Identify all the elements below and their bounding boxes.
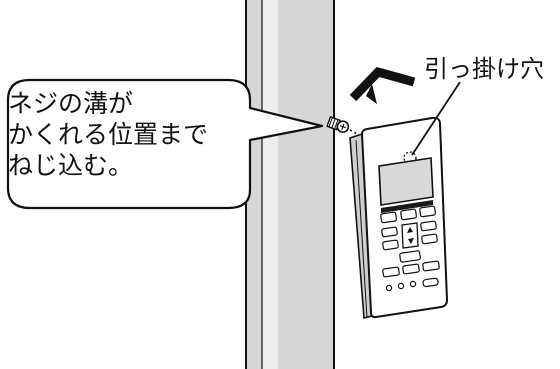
arrow-up-icon [407,227,413,233]
callout-bubble [6,78,324,210]
hole-label: 引っ掛け穴 [424,55,544,83]
hole-label-leader [411,81,461,156]
screw-icon [326,115,350,133]
insertion-arrow-icon [349,66,416,104]
callout-text: ネジの溝が かくれる位置まで ねじ込む。 [8,88,248,181]
callout-line-3: ねじ込む。 [8,151,134,180]
arrow-down-icon [408,238,414,244]
wall-pillar [245,0,335,369]
remote-control-icon [349,116,448,319]
callout-line-2: かくれる位置まで [8,120,209,149]
callout-line-1: ネジの溝が [8,89,134,118]
